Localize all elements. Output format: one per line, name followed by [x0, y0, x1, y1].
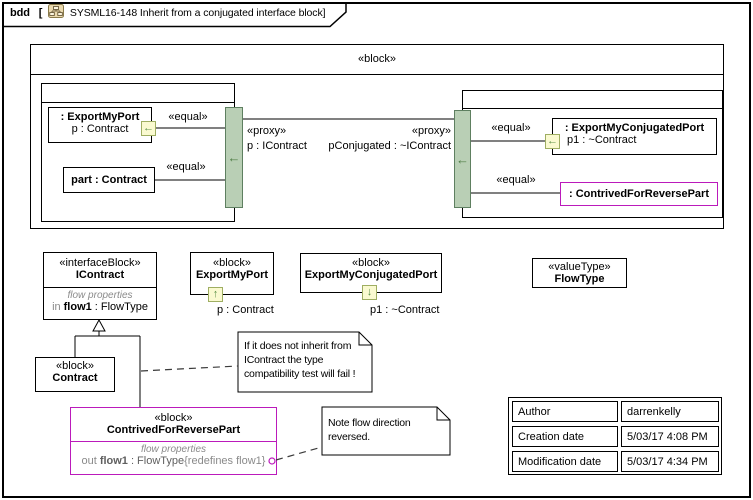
proxy-port-right-arrow-icon: ← [456, 151, 469, 167]
info-table-value-creation[interactable]: 5/03/17 4:08 PM [621, 426, 719, 447]
proxy-port-right[interactable]: ← [454, 110, 471, 208]
icontract-header: «interfaceBlock» IContract [44, 253, 156, 288]
port-square-export-my-port[interactable]: ← [141, 121, 156, 136]
export-my-port-block[interactable]: «block» ExportMyPort [190, 252, 274, 295]
diagram-title-tab: bdd [ SYSML16-148 Inherit from a conjuga… [10, 1, 326, 25]
port-square-left-arrow-icon: ← [143, 122, 154, 134]
export-my-conjugated-port-instance-prop: p1 : ~Contract [567, 134, 637, 146]
diagram-kind-label: bdd [10, 7, 30, 19]
note-inherit-line2: IContract the type [244, 354, 324, 366]
export-my-port-stereotype: «block» [213, 257, 251, 269]
proxy-left-label: p : IContract [247, 140, 307, 152]
equal-label-left-top: «equal» [168, 111, 208, 123]
info-table-label-author[interactable]: Author [512, 401, 618, 422]
equal-label-right-top: «equal» [491, 122, 531, 134]
export-my-conjugated-port-instance[interactable]: : ExportMyConjugatedPort p1 : ~Contract [552, 118, 717, 155]
contrived-stereotype: «block» [154, 412, 193, 424]
flowtype-block[interactable]: «valueType» FlowType [532, 258, 627, 288]
export-my-port-instance[interactable]: : ExportMyPort p : Contract [48, 107, 152, 143]
proxy-port-left[interactable]: ← [225, 107, 243, 208]
flowtype-stereotype: «valueType» [548, 261, 611, 273]
note-flow-anchor-line[interactable] [275, 446, 323, 461]
equal-label-right-bottom: «equal» [496, 174, 536, 186]
contrived-compartment-title: flow properties [140, 444, 207, 455]
left-part-box[interactable] [41, 83, 235, 222]
contrived-instance-name: : ContrivedForReversePart [569, 188, 709, 200]
port-p-arrow-icon: ↑ [212, 288, 219, 300]
flow-direction: in [52, 301, 61, 313]
flow-name: flow1 [63, 301, 92, 313]
flow-type: : FlowType [94, 301, 148, 313]
export-my-conjugated-port-instance-name: : ExportMyConjugatedPort [564, 122, 705, 134]
flowtype-name: FlowType [554, 273, 605, 285]
flow-name: flow1 [99, 455, 128, 467]
port-square-right-arrow-icon: ← [547, 135, 558, 147]
port-square-p1[interactable]: ↓ [362, 285, 377, 300]
diagram-icon [48, 4, 65, 18]
export-my-conjugated-port-name: ExportMyConjugatedPort [304, 269, 438, 281]
outer-block-stereotype: «block» [358, 53, 396, 65]
export-my-port-instance-prop: p : Contract [71, 123, 129, 135]
port-square-p[interactable]: ↑ [208, 287, 223, 302]
diagram-name: SYSML16-148 Inherit from a conjugated in… [69, 7, 326, 19]
contract-stereotype: «block» [56, 360, 94, 372]
proxy-right-label: pConjugated : ~IContract [328, 140, 451, 152]
export-my-port-name: ExportMyPort [195, 269, 269, 281]
note-flow-fold-icon [436, 407, 450, 421]
note-inherit-text: If it does not inherit from IContract th… [244, 339, 355, 381]
part-contract-instance[interactable]: part : Contract [63, 167, 155, 193]
export-my-conjugated-port-stereotype: «block» [352, 257, 390, 269]
contrived-for-reverse-part-block[interactable]: «block» ContrivedForReversePart flow pro… [70, 407, 277, 475]
flow-redefines: {redefines flow1} [184, 455, 266, 467]
contrived-for-reverse-part-instance[interactable]: : ContrivedForReversePart [560, 182, 718, 206]
proxy-left-stereotype: «proxy» [247, 125, 287, 137]
contrived-name: ContrivedForReversePart [106, 424, 241, 436]
export-my-port-instance-name: : ExportMyPort [60, 111, 140, 123]
equal-label-left-bottom: «equal» [166, 161, 206, 173]
info-table-value-author[interactable]: darrenkelly [621, 401, 719, 422]
generalization-arrowhead[interactable] [92, 318, 106, 332]
port-square-export-my-conjugated-port[interactable]: ← [545, 134, 560, 149]
flow-direction: out [81, 455, 97, 467]
note-inherit-fold-icon [358, 332, 372, 346]
info-table-label-modification[interactable]: Modification date [512, 451, 618, 472]
contract-block[interactable]: «block» Contract [35, 357, 115, 392]
port-p-label: p : Contract [217, 304, 274, 316]
contract-name: Contract [52, 372, 98, 384]
outer-block-header: «block» [31, 45, 723, 75]
icontract-compartment-title: flow properties [67, 290, 133, 301]
contrived-header: «block» ContrivedForReversePart [71, 408, 276, 442]
note-inherit-anchor-line[interactable] [140, 365, 239, 372]
note-flow-text: Note flow direction reversed. [328, 416, 411, 444]
info-table-value-modification[interactable]: 5/03/17 4:34 PM [621, 451, 719, 472]
note-inherit-line1: If it does not inherit from [244, 340, 352, 352]
flow-type: : FlowType [130, 455, 185, 467]
proxy-port-left-arrow-icon: ← [227, 150, 241, 165]
note-inherit-line3: compatibility test will fail ! [244, 368, 356, 380]
note-flow-line2: reversed. [328, 431, 370, 443]
info-table: Author darrenkelly Creation date 5/03/17… [508, 397, 722, 475]
note-flow-line1: Note flow direction [328, 417, 411, 429]
icontract-name: IContract [75, 269, 125, 281]
title-bracket: [ [38, 7, 43, 19]
icontract-stereotype: «interfaceBlock» [59, 257, 141, 269]
right-part-header [463, 91, 722, 109]
icontract-block[interactable]: «interfaceBlock» IContract flow properti… [43, 252, 157, 320]
left-part-header [42, 84, 234, 103]
port-p1-arrow-icon: ↓ [366, 286, 373, 298]
info-table-label-creation[interactable]: Creation date [512, 426, 618, 447]
port-p1-label: p1 : ~Contract [370, 304, 440, 316]
part-contract-name: part : Contract [71, 174, 147, 186]
proxy-right-stereotype: «proxy» [411, 125, 451, 137]
